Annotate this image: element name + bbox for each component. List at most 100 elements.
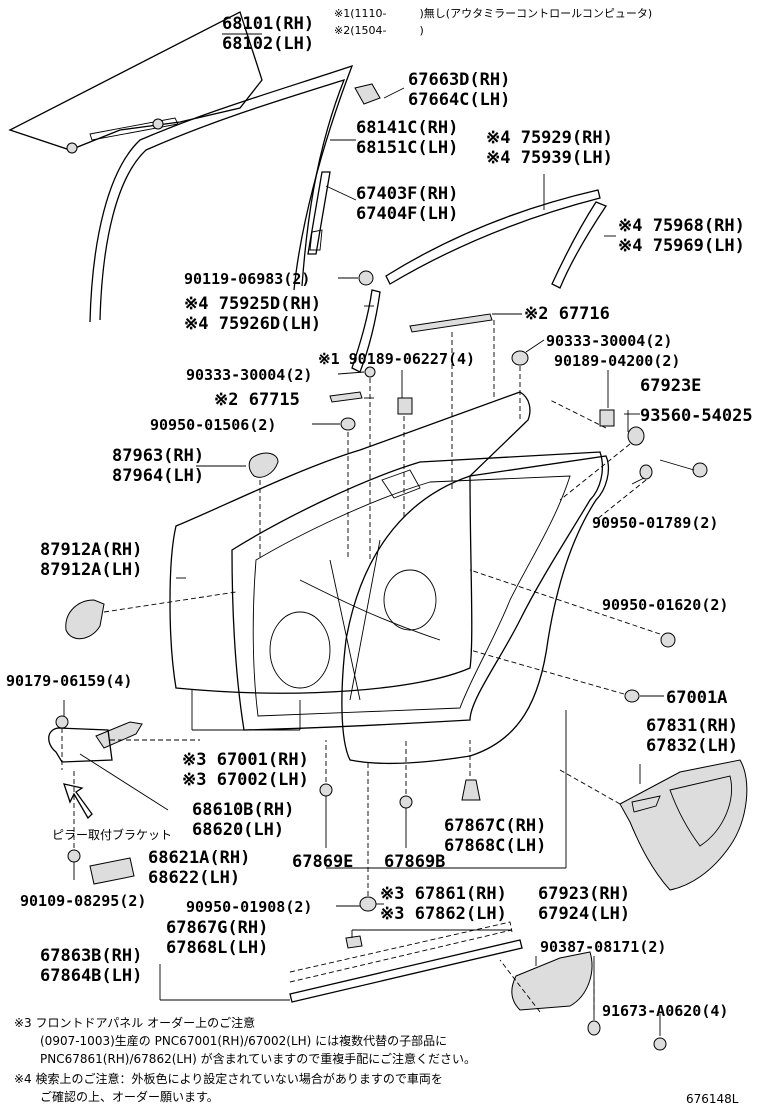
seal-67831-window xyxy=(669,775,732,847)
inner-handle xyxy=(381,469,421,499)
label-moulding-upper: ※4 75929(RH)※4 75939(LH) xyxy=(486,128,613,168)
clip-67867g-shape xyxy=(345,935,363,949)
clip-08171-shape xyxy=(587,1020,601,1036)
clip-67867-shape xyxy=(461,779,481,801)
strip-67715 xyxy=(329,391,363,403)
panel-service-hole xyxy=(383,569,437,631)
plug-01506-shape xyxy=(340,417,356,431)
label-clip-67869e: 67869E xyxy=(292,852,354,872)
footnote-4-line2: ご確認の上、オーダー願います。 xyxy=(40,1090,219,1104)
label-clip-67867: 67867C(RH)67868C(LH) xyxy=(444,816,547,856)
label-cover-68621: 68621A(RH)68622(LH) xyxy=(148,848,251,888)
label-plug-30004-left: 90333-30004(2) xyxy=(186,366,313,384)
door-check-bracket xyxy=(48,727,113,763)
plug-30004-left-shape xyxy=(364,366,376,378)
header-note-1: ※1(1110- )無し(アウタミラーコントロールコンピュータ) xyxy=(334,7,653,20)
label-plug-01506: 90950-01506(2) xyxy=(150,416,277,434)
glass-run-inner xyxy=(99,78,346,321)
bolt-08295-shape xyxy=(67,849,81,863)
label-check-68610: 68610B(RH)68620(LH) xyxy=(192,800,295,840)
door-inner-panel xyxy=(231,451,604,731)
cover-68621-shape xyxy=(89,857,135,885)
clip-67869b-shape xyxy=(399,795,413,809)
label-67715: ※2 67715 xyxy=(214,390,300,410)
pillar-bracket-arrow xyxy=(63,783,93,820)
seal-67831-shape xyxy=(619,759,748,891)
label-plug-30004-right: 90333-30004(2) xyxy=(546,332,673,350)
label-screw-54025: 93560-54025 xyxy=(640,406,753,426)
run-cover-shape xyxy=(354,83,381,105)
footnote-3-title: ※3 フロントドアパネル オーダー上のご注意 xyxy=(14,1016,256,1030)
bolt-06983-head xyxy=(358,270,374,286)
label-glass: 68101(RH)68102(LH) xyxy=(222,14,315,54)
label-moulding-rear: ※4 75968(RH)※4 75969(LH) xyxy=(618,216,745,256)
door-weatherstrip xyxy=(341,455,610,765)
label-cover-87963: 87963(RH)87964(LH) xyxy=(112,446,205,486)
label-clip-67869b: 67869B xyxy=(384,852,446,872)
panel-speaker-hole xyxy=(269,611,331,689)
door-glass-shape xyxy=(8,11,263,151)
figure-code: 676148L xyxy=(686,1092,739,1106)
label-67867g: 67867G(RH)67868L(LH) xyxy=(166,918,269,958)
division-bar-foot xyxy=(309,229,323,251)
label-cover-87912: 87912A(RH)87912A(LH) xyxy=(40,540,143,580)
door-outer-shell xyxy=(169,391,531,694)
label-moulding-front: ※4 75925D(RH)※4 75926D(LH) xyxy=(184,294,322,334)
label-67001a: 67001A xyxy=(666,688,728,708)
lower-weatherstrip-phantom xyxy=(289,921,513,983)
division-bar-shape xyxy=(307,171,331,255)
footnote-3-line2: (0907-1003)生産の PNC67001(RH)/67002(LH) には… xyxy=(40,1034,448,1048)
plug-30004-right-shape xyxy=(511,350,529,366)
door-check-shape xyxy=(95,721,143,749)
lower-weatherstrip-shape xyxy=(289,939,523,1003)
label-bolt-06159: 90179-06159(4) xyxy=(6,672,133,690)
glass-bolt-left xyxy=(66,142,78,154)
label-plug-01620: 90950-01620(2) xyxy=(602,596,729,614)
label-67716: ※2 67716 xyxy=(524,304,610,324)
label-cover-67923: 67923(RH)67924(LH) xyxy=(538,884,631,924)
plug-01908-shape xyxy=(359,896,377,912)
label-bolt-06983: 90119-06983(2) xyxy=(184,270,311,288)
label-clip-08171: 90387-08171(2) xyxy=(540,938,667,956)
clip-67869e-shape xyxy=(319,783,333,797)
glass-run-outer xyxy=(89,64,354,323)
plug-01620-shape xyxy=(660,632,676,648)
label-seal-67831: 67831(RH)67832(LH) xyxy=(646,716,739,756)
screw-54025-head xyxy=(692,462,708,478)
leader-lines xyxy=(63,33,661,1036)
label-run-channel: 68141C(RH)68151C(LH) xyxy=(356,118,459,158)
clip-06227-shape xyxy=(397,397,413,415)
belt-moulding-upper xyxy=(385,189,601,285)
clip-04200-shape xyxy=(599,409,615,427)
cover-87963-shape xyxy=(248,452,279,478)
window-regulator xyxy=(299,539,441,701)
cover-87912-shape xyxy=(65,599,105,640)
label-pillar-bracket: ピラー取付ブラケット xyxy=(52,828,173,842)
plug-67001a-shape xyxy=(624,689,640,703)
bolt-06159-shape xyxy=(55,715,69,729)
plug-01789-shape xyxy=(639,464,653,480)
footnote-4-line1: ※4 検索上のご注意：外板色により設定されていない場合がありますので車両を xyxy=(14,1072,443,1086)
label-67923e: 67923E xyxy=(640,376,702,396)
header-note-2: ※2(1504- ) xyxy=(334,24,424,37)
strip-67716 xyxy=(409,313,493,333)
moulding-rear-shape xyxy=(551,201,607,289)
panel-inner-edge xyxy=(252,475,571,717)
label-plug-01789: 90950-01789(2) xyxy=(592,514,719,532)
cover-67923-shape xyxy=(511,951,593,1011)
label-division-bar: 67403F(RH)67404F(LH) xyxy=(356,184,459,224)
label-panel-67001: ※3 67001(RH)※3 67002(LH) xyxy=(182,750,309,790)
clip-a0620-shape xyxy=(653,1037,667,1051)
label-clip-a0620: 91673-A0620(4) xyxy=(602,1002,729,1020)
label-plug-01908: 90950-01908(2) xyxy=(186,898,313,916)
seal-67831-slot xyxy=(631,795,661,813)
assembly-lines xyxy=(61,320,661,1013)
footnote-3-line3: PNC67861(RH)/67862(LH) が含まれていますので重複手配にご注… xyxy=(40,1052,476,1066)
label-weatherstrip-67863: 67863B(RH)67864B(LH) xyxy=(40,946,143,986)
label-weatherstrip-67861: ※3 67861(RH)※3 67862(LH) xyxy=(380,884,507,924)
glass-bolt-right xyxy=(152,118,164,130)
label-bolt-08295: 90109-08295(2) xyxy=(20,892,147,910)
label-clip-06227: ※1 90189-06227(4) xyxy=(318,350,476,368)
